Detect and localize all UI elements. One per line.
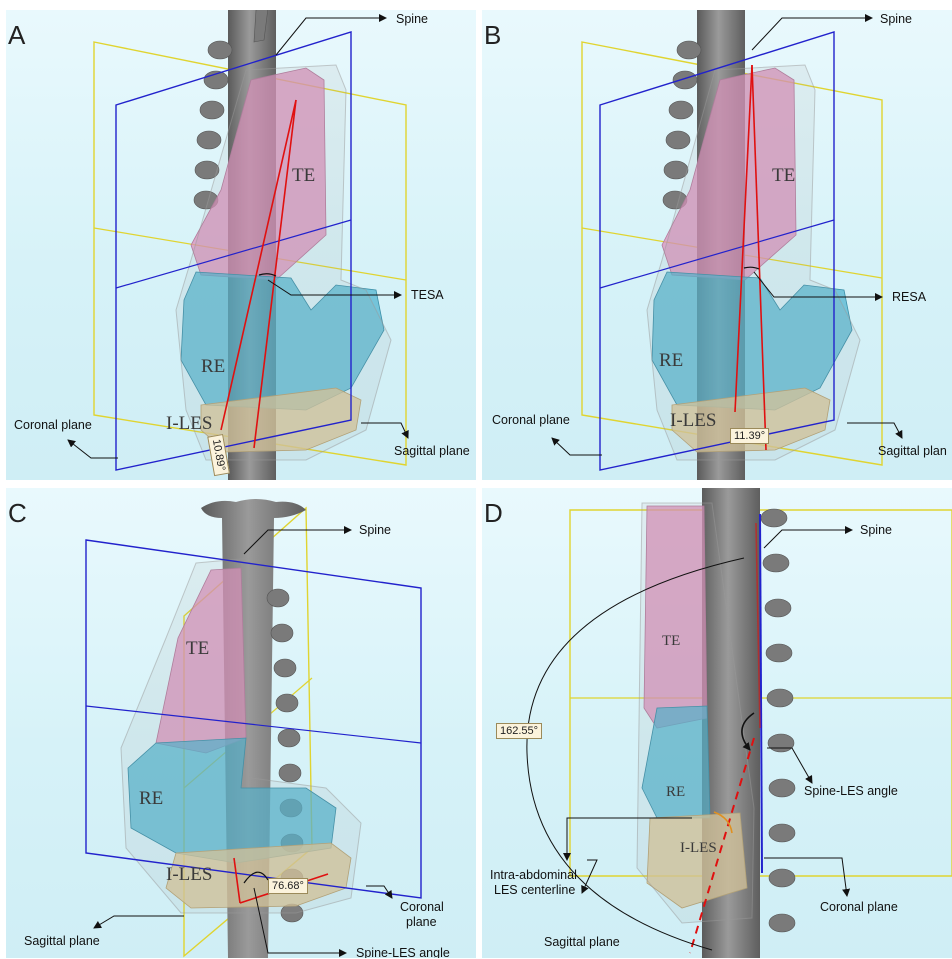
panel-a-figure: [6, 10, 476, 480]
sagittal-plane-label: Sagittal plane: [24, 934, 100, 948]
angle-value-badge: 162.55°: [496, 723, 542, 739]
angle-name-label: Spine-LES angle: [356, 946, 450, 958]
spine-label: Spine: [396, 12, 428, 26]
coronal-plane-label-line2: plane: [406, 915, 437, 929]
panel-label: A: [8, 22, 25, 48]
angle-name-label: RESA: [892, 290, 926, 304]
iles-label: I-LES: [166, 864, 212, 886]
coronal-plane-label: Coronal plane: [492, 413, 570, 427]
spine-label: Spine: [860, 523, 892, 537]
panel-c: C Spine TE RE I-LES 76.68° Spine-LES ang…: [6, 488, 476, 958]
sagittal-plane-label: Sagittal plane: [394, 444, 470, 458]
angle-name-label: Spine-LES angle: [804, 784, 898, 798]
coronal-plane-label-line1: Coronal: [400, 900, 444, 914]
re-label: RE: [139, 788, 163, 810]
panel-a: A Spine TE RE I-LES TESA 10.89° Coronal …: [6, 10, 476, 480]
panel-label: B: [484, 22, 501, 48]
spine-label: Spine: [880, 12, 912, 26]
panel-label: C: [8, 500, 27, 526]
angle-name-label: TESA: [411, 288, 444, 302]
te-label: TE: [186, 638, 209, 660]
spine-label: Spine: [359, 523, 391, 537]
te-label: TE: [772, 165, 795, 187]
re-label: RE: [659, 350, 683, 372]
panel-label: D: [484, 500, 503, 526]
angle-value-badge: 11.39°: [730, 428, 769, 444]
re-label: RE: [666, 784, 685, 801]
te-label: TE: [662, 633, 680, 650]
sagittal-plane-label: Sagittal plane: [544, 935, 620, 949]
te-label: TE: [292, 165, 315, 187]
panel-b-figure: [482, 10, 952, 480]
angle-value-badge: 76.68°: [268, 878, 308, 894]
re-label: RE: [201, 356, 225, 378]
centerline-label-line2: LES centerline: [494, 883, 575, 897]
iles-label: I-LES: [670, 410, 716, 432]
panel-c-figure: [6, 488, 476, 958]
iles-label: I-LES: [166, 413, 212, 435]
panel-d: D Spine TE RE I-LES 162.55° Spine-LES an…: [482, 488, 952, 958]
centerline-label-line1: Intra-abdominal: [490, 868, 577, 882]
sagittal-plane-label: Sagittal plan: [878, 444, 947, 458]
iles-label: I-LES: [680, 840, 717, 857]
panel-b: B Spine TE RE I-LES RESA 11.39° Coronal …: [482, 10, 952, 480]
coronal-plane-label: Coronal plane: [14, 418, 92, 432]
coronal-plane-label: Coronal plane: [820, 900, 898, 914]
